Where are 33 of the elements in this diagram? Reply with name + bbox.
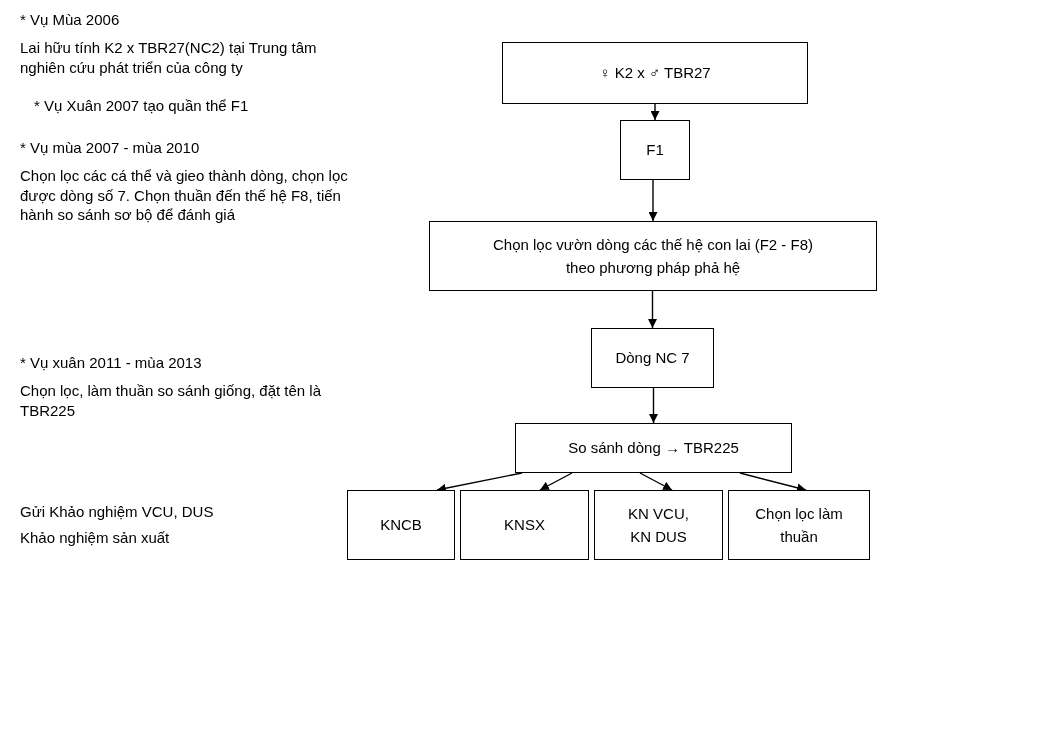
- arrow: [639, 472, 673, 491]
- arrow: [649, 387, 658, 424]
- arrow: [648, 179, 658, 222]
- box-text: ♀ K2 x ♂ TBR27: [599, 63, 711, 84]
- box-text: KNCB: [380, 515, 422, 536]
- arrow: [650, 103, 660, 121]
- box-text: Chọn lọc vườn dòng các thế hệ con lai (F2 - F8) theo phương pháp phả hệ: [491, 234, 814, 278]
- box-text: F1: [646, 140, 664, 161]
- note-text: Chọn lọc, làm thuần so sánh giống, đặt tên là TBR225: [20, 381, 323, 420]
- note-text: Lai hữu tính K2 x TBR27(NC2) tại Trung tâm nghiên cứu phát triển của công ty: [20, 38, 318, 77]
- process-box: [347, 490, 455, 560]
- box-text: Chọn lọc làm thuần: [754, 503, 844, 547]
- note-text: Khảo nghiệm sản xuất: [20, 528, 171, 548]
- box-text: KN VCU, KN DUS: [627, 503, 690, 547]
- process-box: [728, 490, 870, 560]
- note-text: * Vụ xuân 2011 - mùa 2013: [20, 353, 203, 373]
- process-box: [515, 423, 792, 473]
- box-text: KNSX: [504, 515, 545, 536]
- process-box: [460, 490, 589, 560]
- process-box: [429, 221, 877, 291]
- process-box: [502, 42, 808, 104]
- note-text: * Vụ Xuân 2007 tạo quần thể F1: [34, 96, 250, 116]
- process-box: [620, 120, 690, 180]
- process-box: [591, 328, 714, 388]
- arrow: [539, 472, 573, 491]
- box-text: Dòng NC 7: [615, 348, 690, 369]
- process-box: [594, 490, 723, 560]
- arrow: [648, 290, 657, 329]
- note-text: Gửi Khảo nghiệm VCU, DUS: [20, 502, 215, 522]
- box-text: So sánh dòng → TBR225: [568, 438, 739, 459]
- note-text: Chọn lọc các cá thể và gieo thành dòng, chọn lọc được dòng số 7. Chọn thuần đến thế hệ F8, tiến hành so sánh sơ bộ để đánh giá: [20, 166, 349, 225]
- note-text: * Vụ mùa 2007 - mùa 2010: [20, 138, 201, 158]
- note-text: * Vụ Mùa 2006: [20, 10, 121, 30]
